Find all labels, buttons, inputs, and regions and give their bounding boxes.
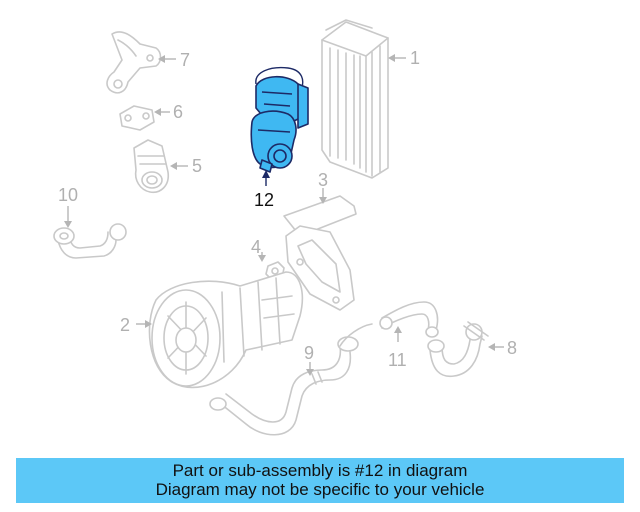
part-6-gasket[interactable] — [119, 105, 155, 131]
part-7-bracket[interactable] — [106, 31, 162, 94]
callout-label-5: 5 — [192, 156, 202, 176]
callout-label-2: 2 — [120, 315, 130, 335]
part-12-highlighted-valve[interactable] — [250, 66, 309, 173]
callout-label-9: 9 — [304, 343, 314, 363]
part-8-hose[interactable] — [427, 321, 489, 378]
callout-12: 12 — [254, 170, 274, 210]
callout-5: 5 — [170, 156, 202, 176]
callout-2: 2 — [120, 315, 152, 335]
callout-label-6: 6 — [173, 102, 183, 122]
part-2-pump[interactable] — [148, 271, 304, 389]
callout-7: 7 — [158, 50, 190, 70]
callout-label-10: 10 — [58, 185, 78, 205]
callout-label-8: 8 — [507, 338, 517, 358]
part-9-hose[interactable] — [209, 323, 373, 436]
part-3-cover[interactable] — [283, 195, 357, 311]
info-banner: Part or sub-assembly is #12 in diagram D… — [16, 458, 624, 503]
callout-11: 11 — [388, 326, 407, 370]
callout-1: 1 — [388, 48, 420, 68]
callout-label-4: 4 — [251, 237, 261, 257]
callout-10: 10 — [58, 185, 78, 228]
callout-label-7: 7 — [180, 50, 190, 70]
callout-4: 4 — [251, 237, 266, 262]
part-11-pipe[interactable] — [379, 301, 439, 338]
part-5-fitting[interactable] — [133, 139, 170, 194]
banner-line-1: Part or sub-assembly is #12 in diagram — [172, 461, 468, 480]
parts-diagram: 1 7 6 5 — [53, 19, 517, 436]
banner-line-2: Diagram may not be specific to your vehi… — [155, 480, 485, 499]
callout-label-3: 3 — [318, 170, 328, 190]
callout-8: 8 — [488, 338, 517, 358]
part-10-hose[interactable] — [53, 223, 127, 259]
part-1-radiator[interactable] — [321, 19, 389, 179]
callout-label-11: 11 — [388, 350, 407, 370]
callout-3: 3 — [318, 170, 328, 204]
callout-6: 6 — [154, 102, 183, 122]
callout-label-12: 12 — [254, 190, 274, 210]
callout-9: 9 — [304, 343, 314, 376]
callout-label-1: 1 — [410, 48, 420, 68]
